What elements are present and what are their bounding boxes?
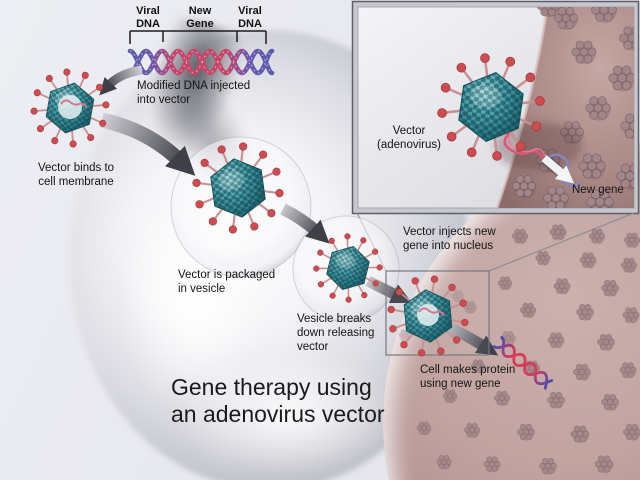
new-gene-dna-icon [492, 336, 554, 390]
inset-content [430, 7, 634, 208]
arrow-vesicle-to-vesicle [280, 203, 330, 244]
modified-dna-helix-icon [127, 48, 275, 76]
arrow-binding-to-vesicle [100, 112, 196, 176]
label-new-gene-top: New Gene [186, 5, 214, 30]
inset-virus-shadow [494, 122, 582, 170]
label-inset-new-gene: New gene [572, 184, 624, 196]
label-modified-dna: Modified DNA injected into vector [137, 80, 251, 106]
arrow-dna-to-vector [99, 65, 143, 96]
label-vector-injects: Vector injects new gene into nucleus [403, 226, 496, 252]
label-viral-dna-left: Viral DNA [136, 5, 160, 30]
label-vector-binds: Vector binds to cell membrane [37, 162, 115, 188]
virus-vector-1-icon [24, 62, 116, 154]
label-vector-packaged: Vector is packaged in vesicle [178, 269, 276, 295]
diagram-title: Gene therapy using an adenovirus vector [171, 374, 385, 427]
label-viral-dna-right: Viral DNA [238, 5, 262, 30]
dna-bracket [129, 30, 267, 44]
label-inset-vector: Vector (adenovirus) [377, 125, 441, 151]
arrow-vesicle-to-nucleus [365, 276, 413, 304]
inset-white-arrow-icon [541, 154, 575, 184]
label-cell-makes-protein: Cell makes protein using new gene [420, 364, 516, 390]
virus-vector-4-icon [384, 272, 472, 360]
label-vesicle-breaks: Vesicle breaks down releasing vector [297, 313, 375, 353]
